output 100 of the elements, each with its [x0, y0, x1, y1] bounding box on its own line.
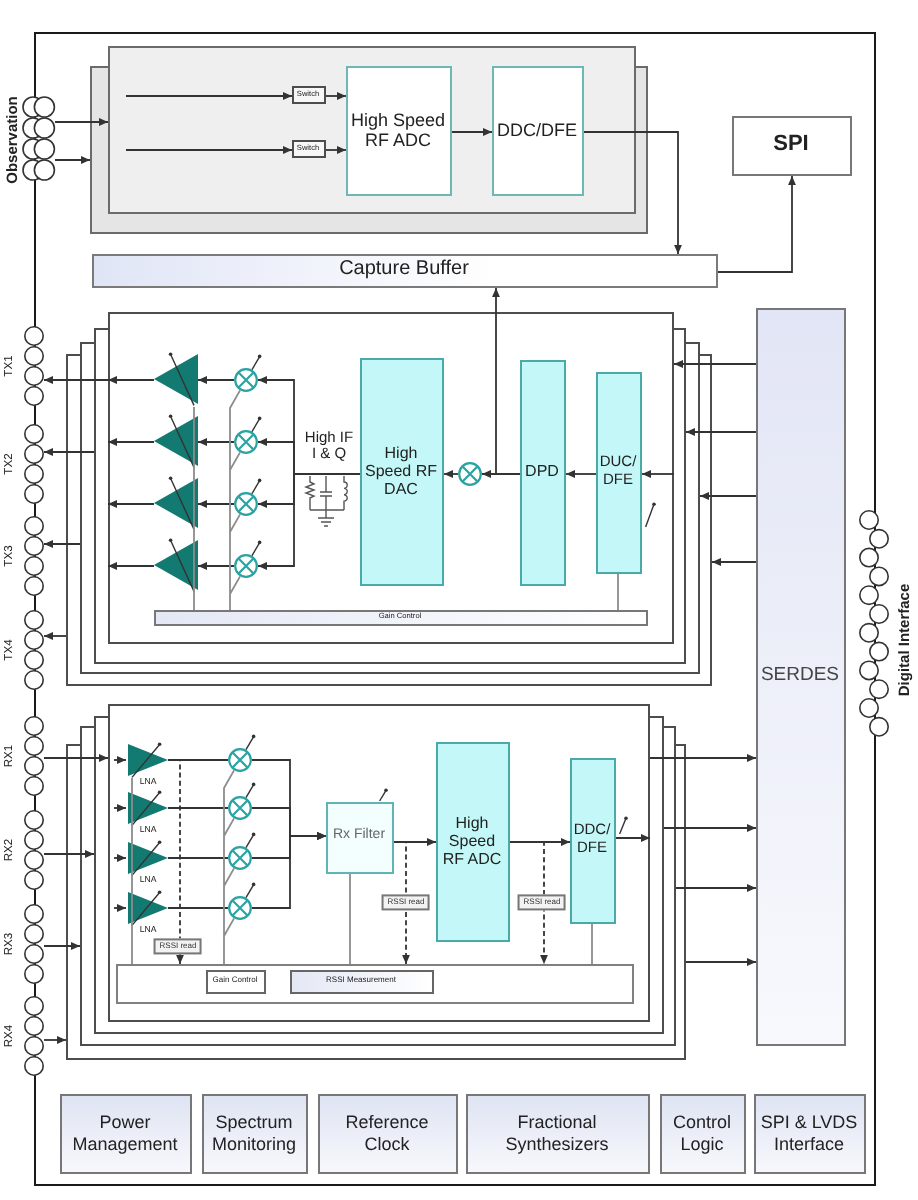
arrow [43, 754, 109, 762]
amplifier-icon [125, 889, 167, 925]
arrow [197, 500, 235, 508]
coil-connector-icon [24, 610, 44, 690]
connector-line [349, 873, 351, 965]
connector-line [167, 759, 229, 761]
arrow [43, 942, 81, 950]
observation-panel [107, 45, 635, 213]
connector-line [167, 857, 229, 859]
connector-line [167, 907, 229, 909]
amplifier-icon [153, 352, 197, 406]
arrow [43, 850, 95, 858]
block-label: DDC/DFE [497, 119, 577, 141]
mixer-icon [227, 831, 255, 869]
arrow [113, 804, 127, 812]
arrow [107, 500, 155, 508]
mixer-icon [227, 733, 255, 771]
processing-block [491, 65, 583, 195]
processing-block [595, 371, 641, 573]
processing-block [519, 359, 565, 585]
switch-block [291, 85, 325, 103]
arrow [615, 834, 651, 842]
coil-connector-icon [24, 516, 44, 596]
connector-line [131, 777, 133, 965]
arrow [54, 118, 109, 126]
coil-connector-icon [858, 510, 890, 738]
observation-panel [89, 45, 647, 233]
arrow [443, 470, 459, 478]
measurement-block [289, 969, 433, 993]
coil-connector-icon [21, 95, 55, 181]
block-label: Control Logic [670, 1112, 733, 1154]
serdes-block [755, 307, 845, 1045]
amplifier-icon [153, 414, 197, 468]
coil-connector-icon [24, 326, 44, 406]
buffer-bar [91, 253, 717, 287]
chip-outline [33, 32, 875, 1186]
arrow [113, 756, 127, 764]
arrow [43, 632, 67, 640]
converter-block [359, 357, 443, 585]
arrow [107, 438, 155, 446]
function-block [201, 1093, 307, 1173]
interface-block [731, 115, 851, 175]
block-label: Fractional Synthesizers [503, 1112, 611, 1154]
amplifier-icon [153, 538, 197, 592]
filter-block [325, 801, 393, 873]
dashed-arrow [167, 759, 184, 965]
dashed-arrow [509, 841, 548, 965]
block-label: SPI & LVDS Interface [758, 1112, 860, 1154]
mixer-icon [233, 353, 261, 391]
control-panel [115, 963, 633, 1003]
arrow [393, 838, 437, 846]
arrow [197, 376, 235, 384]
arrow [663, 824, 757, 832]
arrow [325, 146, 347, 154]
arrow [125, 146, 293, 154]
arrow [325, 92, 347, 100]
function-block [465, 1093, 649, 1173]
arrow [197, 562, 235, 570]
arrow [125, 92, 293, 100]
arrow [257, 473, 361, 570]
arrow [717, 175, 796, 273]
amplifier-icon [125, 741, 167, 777]
block-label: Capture Buffer [339, 258, 469, 282]
mixer-icon [233, 415, 261, 453]
connector-line [223, 769, 235, 965]
arrow [43, 540, 81, 548]
block-label: Reference Clock [343, 1112, 431, 1154]
arrow [509, 838, 571, 846]
arrow [673, 360, 757, 368]
block-label: High Speed RF DAC [362, 443, 440, 499]
function-block [753, 1093, 865, 1173]
arrow [113, 854, 127, 862]
function-block [317, 1093, 457, 1173]
block-label: Power Management [70, 1112, 180, 1154]
control-block [205, 969, 265, 993]
block-label: High Speed RF ADC [348, 109, 448, 151]
arrow [54, 156, 91, 164]
arrow [675, 884, 757, 892]
mixer-icon [227, 881, 255, 919]
connector-line [229, 389, 241, 611]
arrow [113, 904, 127, 912]
switch-block [291, 139, 325, 157]
arrow [699, 492, 757, 500]
arrow [685, 428, 757, 436]
arrow [43, 376, 109, 384]
block-label: Spectrum Monitoring [209, 1112, 299, 1154]
amplifier-icon [153, 476, 197, 530]
function-block [59, 1093, 191, 1173]
connector-line [167, 807, 229, 809]
block-label: High Speed RF ADC [440, 813, 504, 869]
arrow [251, 832, 327, 909]
arrow [565, 470, 597, 478]
coil-connector-icon [24, 810, 44, 890]
block-label: SPI [773, 132, 809, 158]
arrow [107, 562, 155, 570]
coil-connector-icon [24, 424, 44, 504]
converter-block [435, 741, 509, 941]
converter-block [345, 65, 451, 195]
mixer-icon [233, 477, 261, 515]
arrow [583, 131, 682, 255]
